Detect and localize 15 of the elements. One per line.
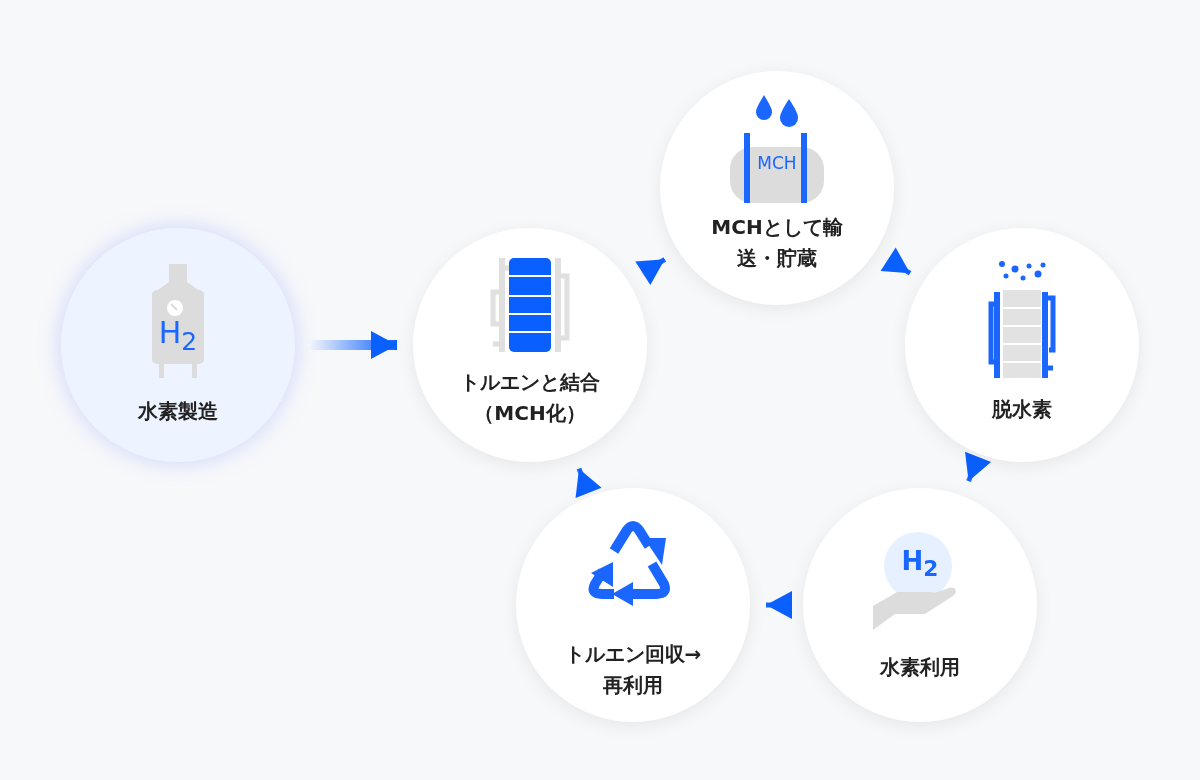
icon-label: H$_{2}$	[157, 318, 199, 354]
arrow	[309, 331, 397, 359]
node-caption: 水素利用	[878, 654, 961, 681]
arrow	[965, 451, 992, 483]
node-caption: 脱水素	[991, 396, 1053, 423]
arrow	[880, 247, 912, 276]
icon-label: H$_{2}$	[900, 548, 940, 580]
node-caption: 水素製造	[136, 398, 219, 425]
node-caption: MCHとして輸送・貯蔵	[710, 214, 844, 272]
icon-label: MCH	[756, 155, 798, 172]
node-caption: トルエンと結合（MCH化）	[459, 369, 601, 427]
arrow	[766, 591, 792, 619]
arrow	[575, 467, 602, 498]
arrow	[635, 257, 667, 286]
node-caption: トルエン回収→再利用	[564, 641, 702, 699]
